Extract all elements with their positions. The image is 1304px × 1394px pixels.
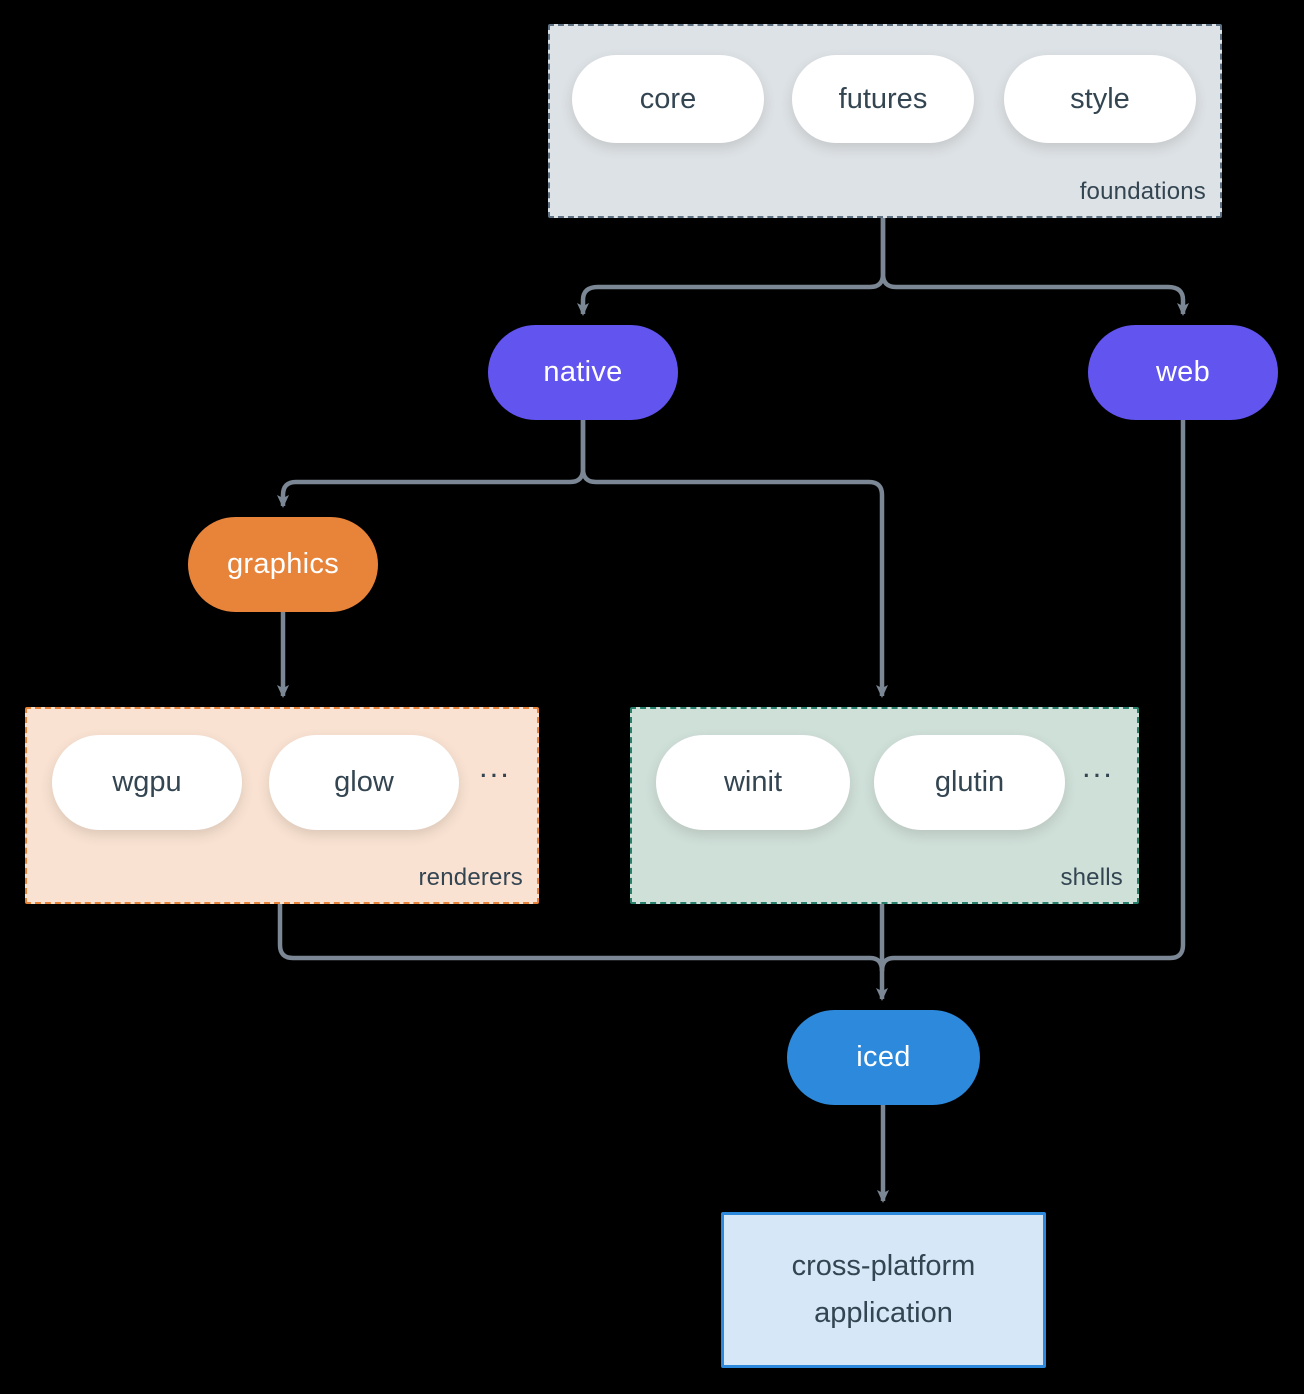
shells-group-label: shells: [1060, 864, 1123, 891]
node-style: style: [1004, 55, 1196, 143]
node-iced: iced: [787, 1010, 980, 1105]
foundations-group-label: foundations: [1079, 178, 1206, 205]
node-graphics: graphics: [188, 517, 378, 612]
application-label-line1: cross-platform: [791, 1250, 976, 1282]
shells-group: winit glutin ... shells: [630, 707, 1139, 904]
renderers-group: wgpu glow ... renderers: [25, 707, 539, 904]
renderers-group-label: renderers: [418, 864, 523, 891]
node-winit: winit: [656, 735, 850, 830]
node-web: web: [1088, 325, 1278, 420]
node-core: core: [572, 55, 764, 143]
node-glutin: glutin: [874, 735, 1065, 830]
node-futures: futures: [792, 55, 974, 143]
edge-native-to-graphics: [277, 420, 586, 508]
edge-native-to-shells: [580, 420, 888, 698]
node-glow: glow: [269, 735, 459, 830]
foundations-group: core futures style foundations: [548, 24, 1222, 218]
edge-foundations-to-web: [880, 215, 1189, 316]
shells-ellipsis: ...: [1082, 749, 1114, 784]
edge-foundations-to-native: [577, 215, 886, 316]
node-native: native: [488, 325, 678, 420]
cross-platform-application-box: cross-platform application: [721, 1212, 1046, 1368]
renderers-ellipsis: ...: [479, 749, 511, 784]
node-wgpu: wgpu: [52, 735, 242, 830]
edge-renderers-merge: [277, 900, 885, 972]
application-label-line2: application: [814, 1297, 953, 1329]
